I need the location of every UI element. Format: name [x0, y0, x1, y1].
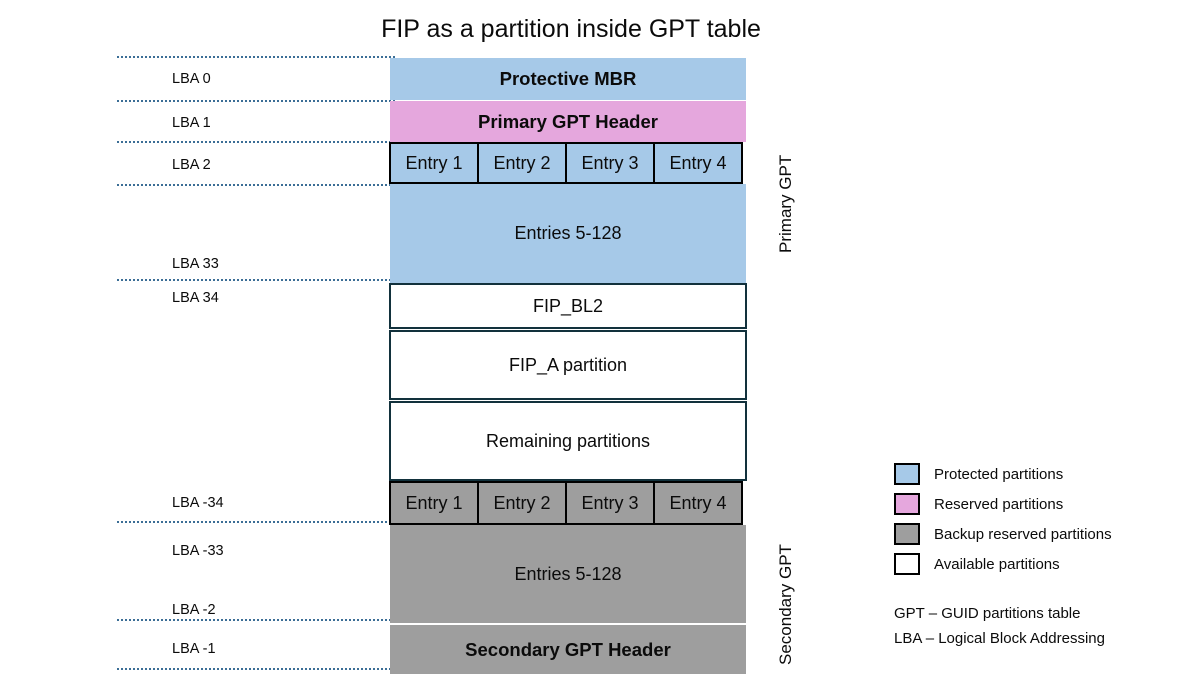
lba-label: LBA 33	[172, 256, 219, 272]
legend-item: Reserved partitions	[894, 489, 1164, 519]
guide-line	[117, 521, 395, 523]
band-fip-bl2: FIP_BL2	[389, 283, 747, 329]
band-primary-gpt-header: Primary GPT Header	[390, 101, 746, 142]
band-fip-a-partition: FIP_A partition	[389, 330, 747, 400]
page-title: FIP as a partition inside GPT table	[381, 15, 761, 43]
gpt-entry-cell: Entry 4	[669, 492, 727, 513]
legend-item: Backup reserved partitions	[894, 519, 1164, 549]
legend-label: Backup reserved partitions	[934, 525, 1112, 543]
band-label: FIP_A partition	[508, 354, 628, 375]
gpt-entry-cell: Entry 1	[391, 144, 479, 182]
guide-line	[117, 279, 395, 281]
gpt-entry-cell: Entry 2	[479, 144, 567, 182]
legend-swatch-icon	[894, 463, 920, 485]
lba-label: LBA 0	[172, 71, 211, 87]
legend-swatch-icon	[894, 493, 920, 515]
band-label: Secondary GPT Header	[465, 638, 671, 660]
lba-label: LBA -2	[172, 602, 216, 618]
legend-swatch-icon	[894, 523, 920, 545]
band-secondary-entries-rest: Entries 5-128	[390, 525, 746, 623]
lba-label: LBA 2	[172, 157, 211, 173]
side-label-secondary-gpt: Secondary GPT	[776, 544, 795, 665]
legend-abbreviation-line: GPT – GUID partitions table	[894, 605, 1081, 622]
guide-line	[117, 619, 395, 621]
band-label: Entries 5-128	[514, 223, 622, 243]
legend-swatch-icon	[894, 553, 920, 575]
legend-label: Available partitions	[934, 555, 1060, 573]
band-secondary-gpt-header: Secondary GPT Header	[390, 625, 746, 674]
guide-line	[117, 141, 395, 143]
guide-line	[117, 184, 395, 186]
gpt-entry-cell: Entry 2	[479, 483, 567, 523]
gpt-entry-cell: Entry 1	[391, 483, 479, 523]
guide-line	[117, 668, 395, 670]
legend-label: Reserved partitions	[934, 495, 1064, 513]
guide-line	[117, 56, 395, 58]
lba-label: LBA -34	[172, 495, 224, 511]
lba-label: LBA 1	[172, 115, 211, 131]
band-label: FIP_BL2	[532, 295, 604, 316]
lba-label: LBA 34	[172, 290, 219, 306]
guide-line	[117, 100, 395, 102]
band-remaining-partitions: Remaining partitions	[389, 401, 747, 481]
gpt-entry-cell: Entry 3	[567, 144, 655, 182]
band-label: Primary GPT Header	[478, 110, 658, 132]
lba-label: LBA -1	[172, 641, 216, 657]
lba-label: LBA -33	[172, 543, 224, 559]
legend-abbreviation-line: LBA – Logical Block Addressing	[894, 630, 1105, 647]
band-primary-entries-rest: Entries 5-128	[390, 184, 746, 283]
band-label: Entries 5-128	[514, 563, 622, 584]
band-label: Protective MBR	[499, 68, 637, 89]
legend-label: Protected partitions	[934, 465, 1064, 483]
band-label: Remaining partitions	[485, 430, 651, 451]
legend-item: Protected partitions	[894, 459, 1164, 489]
gpt-entry-cell: Entry 4	[669, 152, 727, 173]
legend-item: Available partitions	[894, 549, 1164, 579]
side-label-primary-gpt: Primary GPT	[776, 154, 795, 253]
band-protective-mbr: Protective MBR	[390, 58, 746, 100]
gpt-entry-cell: Entry 3	[567, 483, 655, 523]
